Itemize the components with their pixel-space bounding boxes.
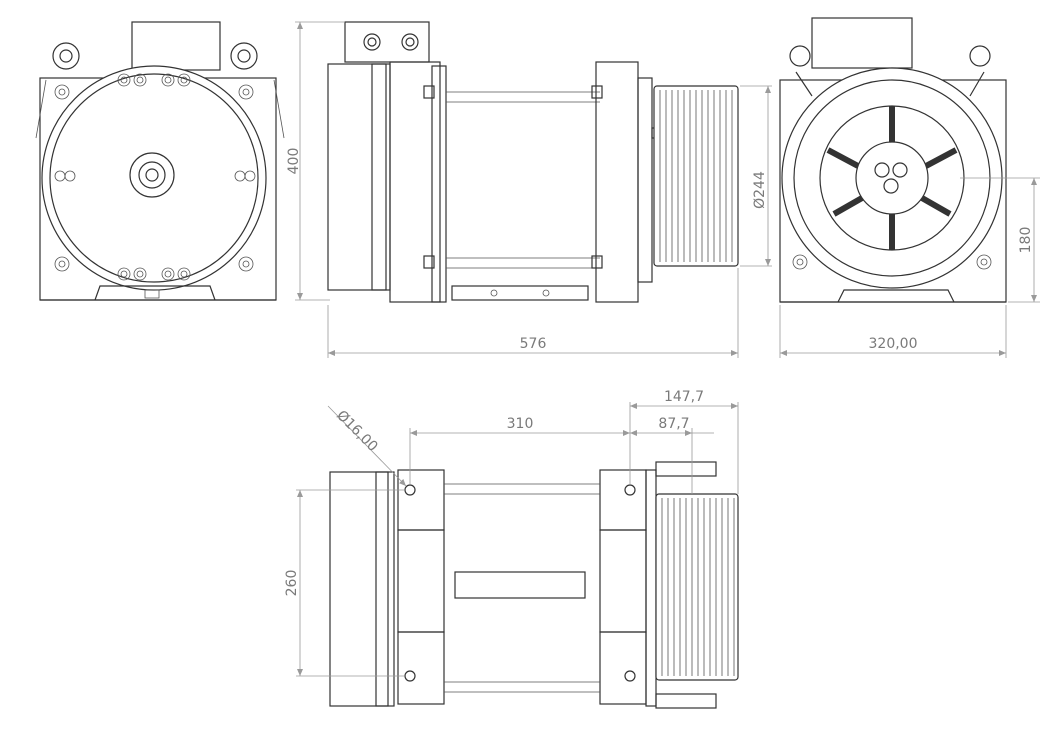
dim-400-label: 400 bbox=[286, 148, 302, 175]
dimension-hole-spacing-width: 260 bbox=[284, 489, 404, 677]
dimension-rear-width: 320,00 bbox=[779, 305, 1007, 358]
dimension-shaft-height: 180 bbox=[960, 177, 1040, 303]
side-view bbox=[327, 21, 739, 303]
dim-576-label: 576 bbox=[520, 336, 547, 352]
dim-320-label: 320,00 bbox=[869, 336, 918, 352]
top-view bbox=[329, 461, 739, 709]
dimension-overall-length: 576 bbox=[327, 268, 739, 358]
rear-view bbox=[779, 17, 1007, 303]
dim-87-label: 87,7 bbox=[658, 416, 689, 432]
dim-16-label: Ø16,00 bbox=[333, 408, 380, 455]
dimension-hole-spacing-length: 310 bbox=[409, 416, 631, 484]
dim-180-label: 180 bbox=[1018, 227, 1034, 254]
dimension-sheave-offset-inner: 87,7 bbox=[630, 416, 714, 494]
dimension-sheave-diameter: Ø244 bbox=[740, 85, 772, 267]
dim-260-label: 260 bbox=[284, 570, 300, 597]
dim-147-label: 147,7 bbox=[664, 389, 704, 405]
dimension-sheave-offset-outer: 147,7 bbox=[629, 389, 739, 494]
dim-244-label: Ø244 bbox=[752, 171, 768, 209]
dimension-front-height: 400 bbox=[286, 21, 345, 301]
front-view bbox=[35, 21, 285, 301]
dim-310-label: 310 bbox=[507, 416, 534, 432]
